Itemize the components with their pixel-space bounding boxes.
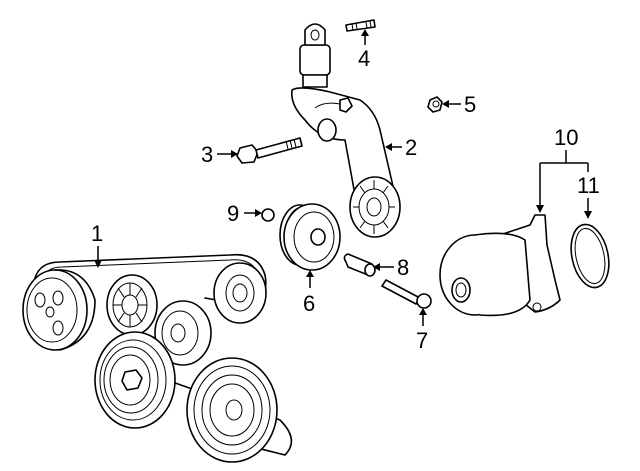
stud-drawing[interactable]: [345, 19, 376, 32]
callout-8: 8: [373, 255, 409, 280]
svg-text:6: 6: [303, 291, 315, 316]
callout-6: 6: [303, 270, 315, 316]
callout-10: 10: [536, 125, 589, 213]
callout-11: 11: [577, 173, 600, 219]
svg-text:7: 7: [416, 328, 428, 353]
svg-text:3: 3: [201, 142, 213, 167]
svg-text:2: 2: [405, 135, 417, 160]
svg-text:10: 10: [554, 125, 578, 150]
spacer-drawing[interactable]: [343, 253, 376, 277]
gasket-drawing[interactable]: [566, 221, 615, 291]
svg-text:11: 11: [577, 173, 600, 198]
tensioner-bolt-drawing[interactable]: [236, 137, 303, 164]
svg-text:9: 9: [227, 201, 239, 226]
svg-text:5: 5: [464, 92, 476, 117]
callout-5: 5: [442, 92, 476, 117]
belt-assembly-drawing[interactable]: [22, 253, 293, 463]
water-pump-drawing[interactable]: [439, 214, 561, 317]
callout-4: 4: [358, 29, 370, 71]
callout-1: 1: [91, 221, 103, 268]
callout-9: 9: [227, 201, 262, 226]
tensioner-drawing[interactable]: [290, 23, 401, 238]
callout-2: 2: [385, 135, 417, 160]
nut-drawing[interactable]: [427, 96, 443, 113]
idler-bolt-drawing[interactable]: [381, 279, 432, 309]
callout-3: 3: [201, 142, 238, 167]
idler-pulley-drawing[interactable]: [279, 203, 341, 271]
svg-text:1: 1: [91, 221, 103, 246]
svg-text:8: 8: [397, 255, 409, 280]
callout-7: 7: [416, 308, 428, 353]
svg-text:4: 4: [358, 46, 370, 71]
dust-cap-drawing[interactable]: [261, 208, 275, 222]
